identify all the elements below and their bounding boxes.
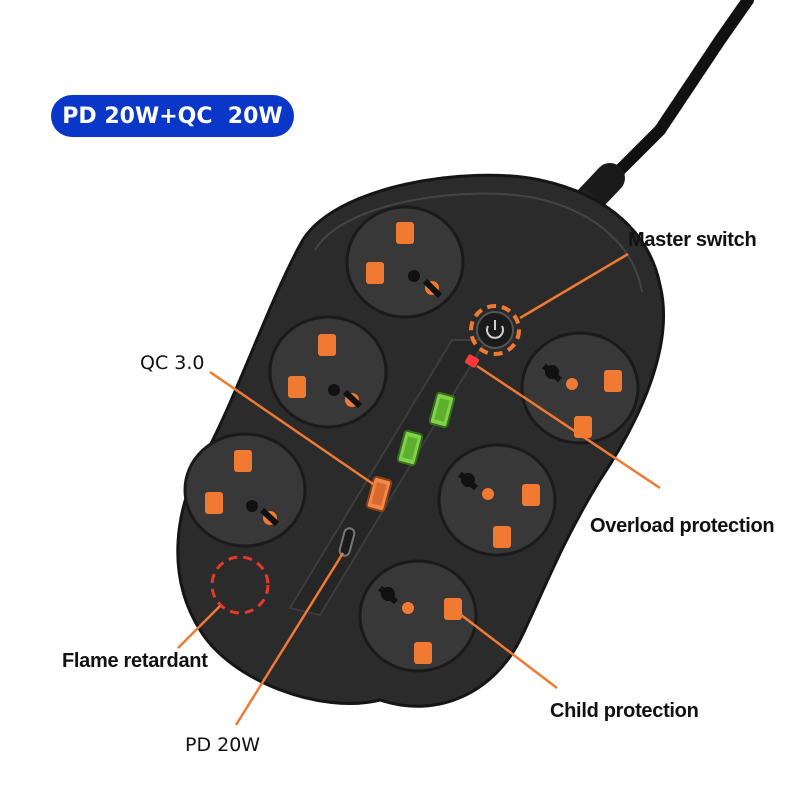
socket-right-3 [358,559,478,673]
callout-child: Child protection [550,700,699,722]
callout-flame: Flame retardant [62,650,208,672]
callout-qc: QC 3.0 [140,352,205,374]
usb-port-qc [365,475,393,513]
socket-left-3 [183,432,307,548]
socket-left-2 [268,315,388,429]
leader-child [451,607,558,689]
spec-badge: PD 20W+QC 20W [51,95,294,137]
leader-lines [177,252,661,726]
usb-c-port [338,527,356,557]
overload-indicator-led [465,354,479,368]
leader-overload [476,364,661,490]
socket-left-1 [345,205,465,319]
usb-port-green-1 [428,391,456,429]
leader-flame [177,605,221,649]
leader-qc [209,370,377,488]
leader-pd [234,552,345,726]
leader-master-switch [519,252,629,320]
callout-pd: PD 20W [185,734,261,756]
socket-right-2 [437,443,557,557]
master-switch-button [469,304,521,356]
socket-right-1 [520,331,640,445]
callout-overload: Overload protection [590,515,775,537]
flame-retardant-marker [210,555,270,615]
callout-master-switch: Master switch [628,229,757,251]
usb-port-green-2 [396,429,424,467]
